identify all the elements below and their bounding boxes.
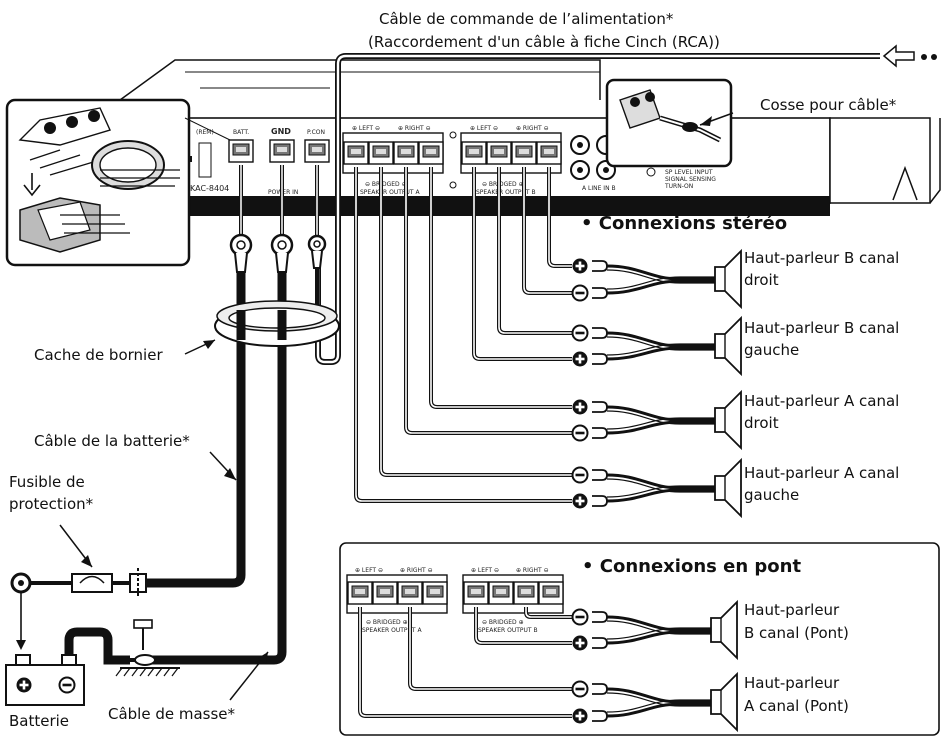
speaker-output-b-marking: SPEAKER OUTPUT B [476,189,536,196]
inset-terminal-detail [5,98,231,267]
bridge-wires [358,607,572,718]
battery-cable-label: Câble de la batterie* [34,432,190,450]
signal-sensing-marking: SIGNAL SENSING [665,176,716,183]
stereo-speaker-a-left [571,459,742,517]
bridged-marking-b: ⊖ BRIDGED ⊕ [482,181,524,188]
stereo-speaker-1-line1: Haut-parleur B canal [744,249,900,267]
terminal-cover-label: Cache de bornier [34,346,163,364]
stereo-speaker-4-line2: gauche [744,486,800,504]
stereo-speaker-a-right [571,391,742,449]
terminal-cover [214,300,340,347]
bridge-speaker-a [571,673,738,731]
bridge-left-marking-a: ⊕ LEFT ⊖ [355,567,383,574]
ground-assembly [64,619,180,677]
bridge-heading: • Connexions en pont [582,556,802,577]
bridge-speaker-2-line2: A canal (Pont) [744,697,849,715]
leader-lines [59,339,269,701]
amplifier-body: KAC-8404 (REM) BATT. GND P.CON POWER IN … [119,59,941,216]
power-wires [145,165,327,665]
stereo-speaker-3-line1: Haut-parleur A canal [744,392,900,410]
fuse-assembly [10,568,147,650]
cable-lug-label: Cosse pour câble* [760,96,897,114]
batt-marking: BATT. [233,129,249,136]
stereo-speaker-b-right [571,250,742,308]
line-in-marking: A LINE IN B [582,185,616,192]
remote-cable [315,53,880,365]
right-marking-b: ⊕ RIGHT ⊖ [516,125,549,132]
turn-on-marking: TURN-ON [664,183,693,190]
model-marking: KAC-8404 [190,184,229,193]
bridge-speaker-output-a-marking: SPEAKER OUTPUT A [362,627,422,634]
inset-cable-lug [605,78,733,168]
speaker-output-a-marking: SPEAKER OUTPUT A [360,189,420,196]
stereo-heading: • Connexions stéréo [581,213,788,234]
stereo-speaker-b-left [571,317,742,375]
bridge-speaker-output-b-marking: SPEAKER OUTPUT B [478,627,538,634]
bridge-speaker-1-line2: B canal (Pont) [744,624,849,642]
stereo-speaker-2-line1: Haut-parleur B canal [744,319,900,337]
stereo-speaker-3-line2: droit [744,414,779,432]
bridge-speaker-b [571,601,738,659]
bridge-speaker-1-line1: Haut-parleur [744,601,840,619]
sp-level-marking: SP LEVEL INPUT [665,169,713,176]
bridge-left-marking-b: ⊕ LEFT ⊖ [471,567,499,574]
bridge-bridged-marking-a: ⊖ BRIDGED ⊕ [366,619,408,626]
fuse-label-line2: protection* [9,495,94,513]
stereo-speaker-2-line2: gauche [744,341,800,359]
gnd-marking: GND [271,127,291,136]
bridge-right-marking-b: ⊕ RIGHT ⊖ [516,567,549,574]
fuse-label-line1: Fusible de [9,473,85,491]
left-marking-a: ⊕ LEFT ⊖ [352,125,380,132]
right-marking-a: ⊕ RIGHT ⊖ [398,125,431,132]
bridge-speaker-2-line1: Haut-parleur [744,674,840,692]
battery-icon [5,654,85,706]
ground-cable-label: Câble de masse* [108,705,236,723]
stereo-speaker-1-line2: droit [744,271,779,289]
bridge-right-marking-a: ⊕ RIGHT ⊖ [400,567,433,574]
rem-marking: P.CON [307,129,325,136]
battery-label: Batterie [9,712,70,730]
svg-text:(REM): (REM) [196,129,214,136]
bridge-bridged-marking-b: ⊖ BRIDGED ⊕ [482,619,524,626]
stereo-speaker-4-line1: Haut-parleur A canal [744,464,900,482]
bridged-marking-a: ⊖ BRIDGED ⊕ [365,181,407,188]
arrow-icon [882,44,937,68]
left-marking-b: ⊕ LEFT ⊖ [470,125,498,132]
stereo-wires [354,167,572,503]
power-cable-label-line2: (Raccordement d'un câble à fiche Cinch (… [368,33,720,51]
power-cable-label-line1: Câble de commande de l’alimentation* [379,10,674,28]
